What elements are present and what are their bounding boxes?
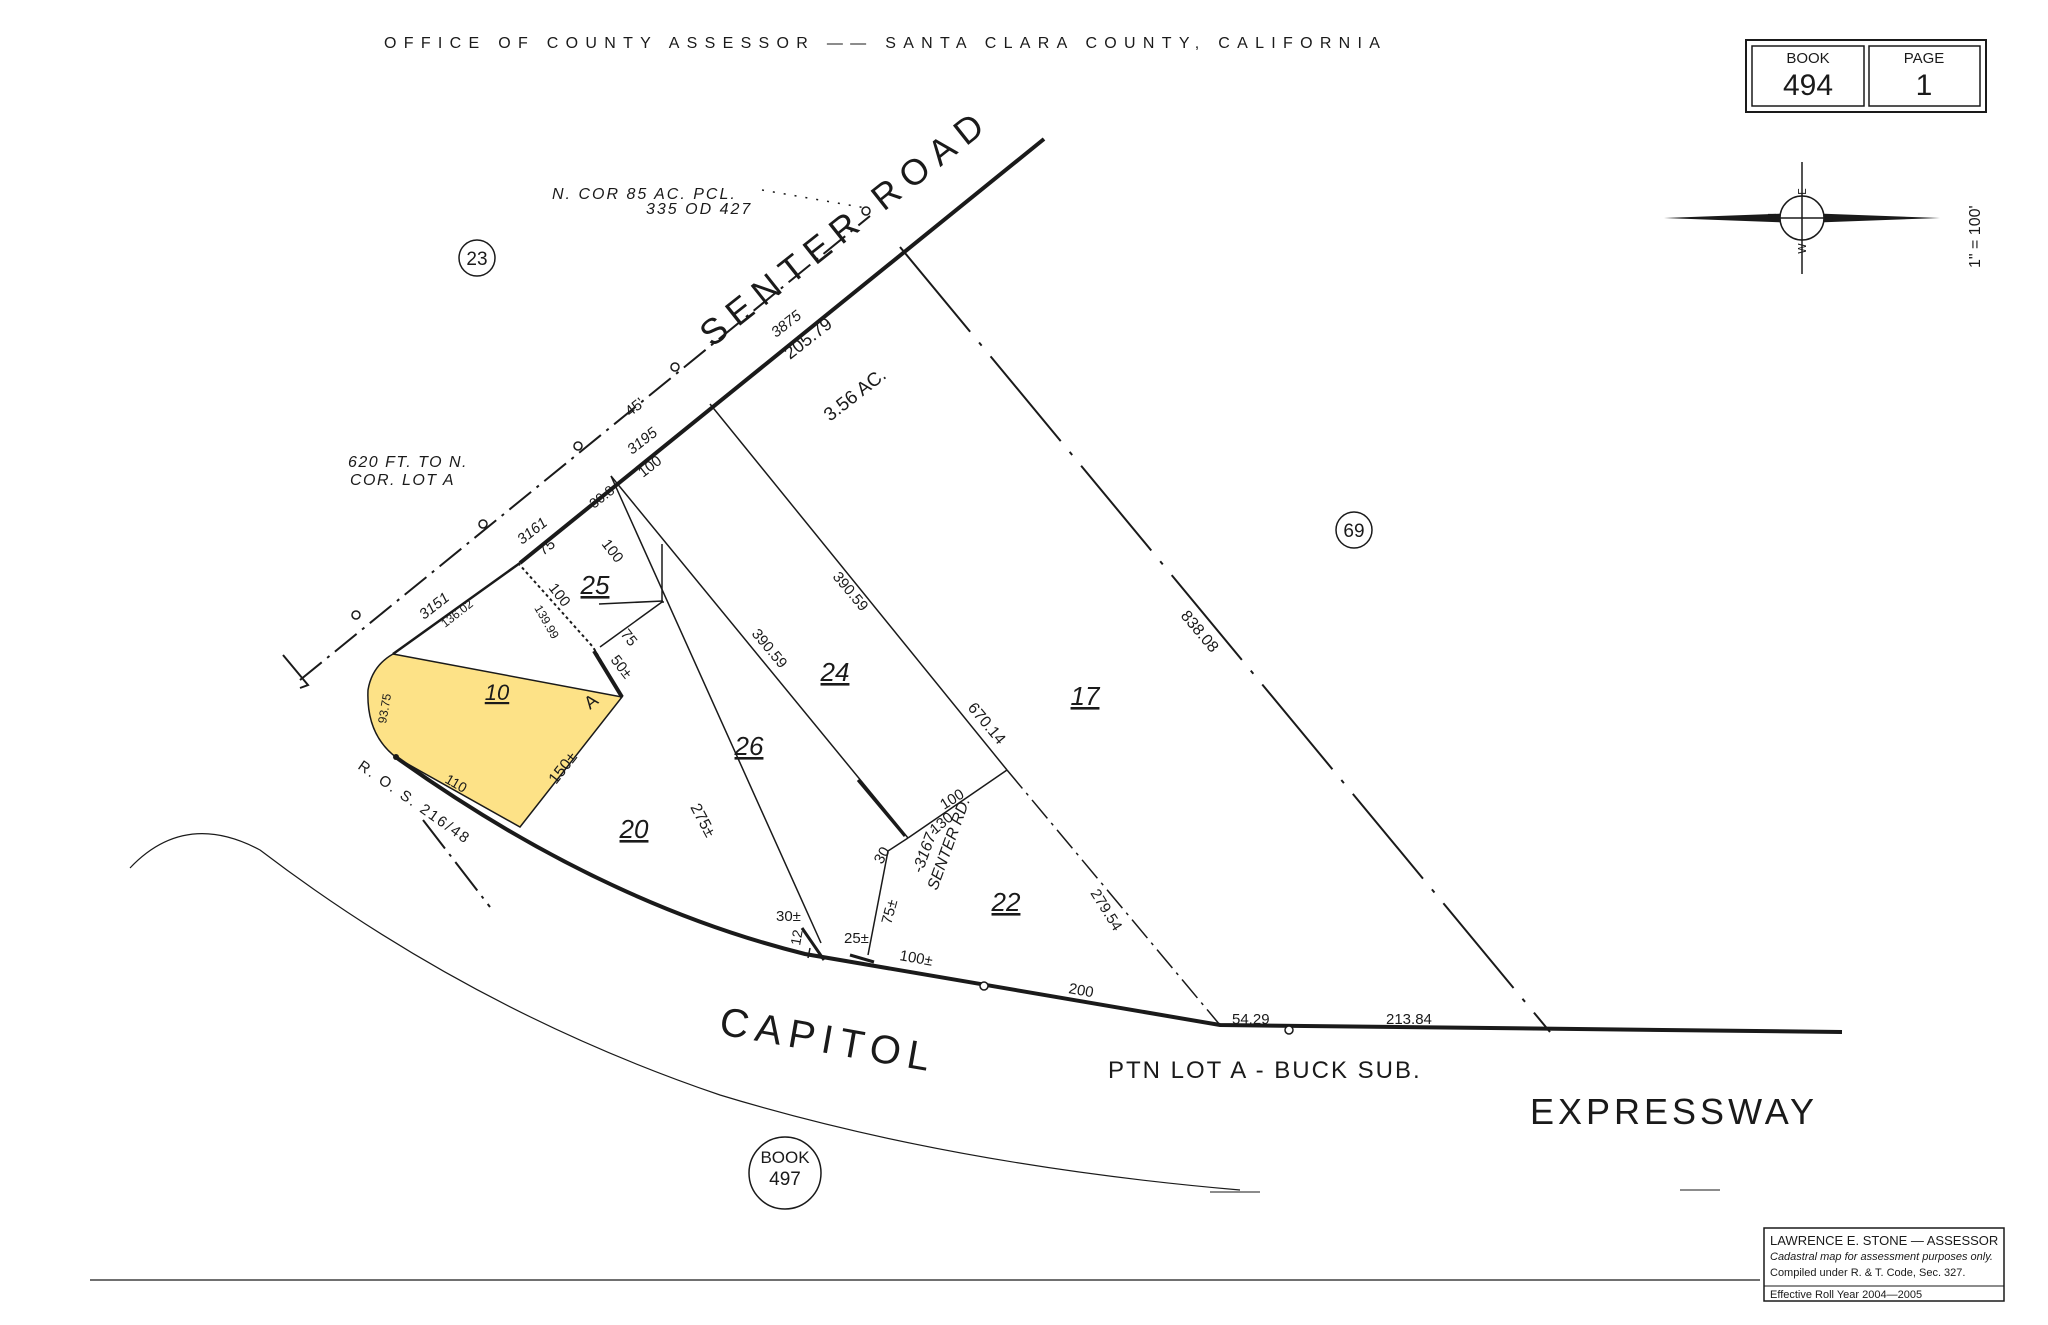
senter-road-centerline xyxy=(299,215,871,681)
header-title: OFFICE OF COUNTY ASSESSOR —— SANTA CLARA… xyxy=(384,35,1387,52)
dim-54-29: 54.29 xyxy=(1232,1011,1270,1028)
book-label: BOOK xyxy=(1786,50,1829,67)
parcel-24: 24 xyxy=(820,657,850,687)
dim-279-54: 279.54 xyxy=(1087,886,1126,934)
book-number: 494 xyxy=(1783,69,1833,102)
map-scale: 1" = 100' xyxy=(1967,205,1984,268)
parcel-10: 10 xyxy=(485,680,510,705)
dim-12: 12 xyxy=(787,928,805,946)
subdivision-label: PTN LOT A - BUCK SUB. xyxy=(1108,1057,1422,1084)
dim-45: 45' xyxy=(622,395,648,421)
compass-n: N xyxy=(1766,213,1779,221)
svg-text:69: 69 xyxy=(1343,521,1364,542)
page-label: PAGE xyxy=(1904,50,1945,67)
parcel-17: 17 xyxy=(1071,681,1101,711)
acreage-label: 3.56 AC. xyxy=(820,365,890,426)
dim-100-senter: 100 xyxy=(635,452,665,481)
dim-390-59-b: 390.59 xyxy=(829,569,872,615)
compass-e: E xyxy=(1796,188,1809,195)
dim-390-59-a: 390.59 xyxy=(748,626,791,672)
capitol-label: CAPITOL xyxy=(716,1000,940,1081)
expressway-median xyxy=(129,833,1241,1191)
dim-75-senter: 75 xyxy=(535,535,559,559)
page-number: 1 xyxy=(1916,69,1933,102)
dim-200: 200 xyxy=(1067,980,1095,1001)
map-ref-23: 23 xyxy=(458,239,496,277)
assessor-name: LAWRENCE E. STONE — ASSESSOR xyxy=(1770,1233,1998,1248)
ft-to-n-note-2: COR. LOT A xyxy=(350,472,455,489)
book-page-box: BOOK 494 PAGE 1 xyxy=(1745,39,1987,113)
dim-670-14: 670.14 xyxy=(964,700,1009,748)
book-497-ref: BOOK 497 xyxy=(748,1136,822,1210)
dim-75-p22: 75± xyxy=(878,898,901,926)
dim-75-p25: 75 xyxy=(617,626,641,650)
dim-213-84: 213.84 xyxy=(1386,1011,1432,1028)
compass-w: W xyxy=(1796,243,1809,254)
n-cor-note-1: N. COR 85 AC. PCL. xyxy=(552,186,737,203)
dim-93-75: 93.75 xyxy=(375,692,394,724)
map-ref-69: 69 xyxy=(1335,511,1373,549)
expressway-label: EXPRESSWAY xyxy=(1530,1091,1818,1132)
parcel-20: 20 xyxy=(619,814,649,844)
parcel-22: 22 xyxy=(991,887,1021,917)
svg-text:497: 497 xyxy=(769,1169,801,1190)
assessor-note-2: Compiled under R. & T. Code, Sec. 327. xyxy=(1770,1267,1965,1279)
roll-year: Effective Roll Year 2004—2005 xyxy=(1770,1289,1922,1301)
dim-25: 25± xyxy=(844,930,869,947)
dim-100-side: 100 xyxy=(598,536,627,566)
senter-road-label: SENTER ROAD xyxy=(692,99,999,354)
ft-to-n-note-1: 620 FT. TO N. xyxy=(348,454,468,471)
svg-text:23: 23 xyxy=(466,249,487,270)
parcel-26: 26 xyxy=(734,731,764,761)
dim-275: 275± xyxy=(686,801,718,840)
svg-text:BOOK: BOOK xyxy=(760,1148,810,1167)
dim-30-b: 30± xyxy=(776,908,801,925)
assessor-note-1: Cadastral map for assessment purposes on… xyxy=(1770,1251,1993,1263)
senter-road-line xyxy=(518,137,1046,565)
dim-30-a: 30 xyxy=(871,844,894,867)
assessor-note-box: LAWRENCE E. STONE — ASSESSOR Cadastral m… xyxy=(1763,1227,2005,1302)
dim-100-capitol: 100± xyxy=(898,947,934,970)
capitol-expressway-line xyxy=(395,756,1843,1034)
dim-838-08: 838.08 xyxy=(1177,608,1222,656)
north-arrow-icon: N E S W xyxy=(1664,162,1940,274)
parcel-25: 25 xyxy=(580,570,610,600)
n-cor-note-2: 335 OD 427 xyxy=(646,201,752,218)
compass-s: S xyxy=(1823,215,1836,222)
dim-100-p25: 100 xyxy=(545,580,574,610)
